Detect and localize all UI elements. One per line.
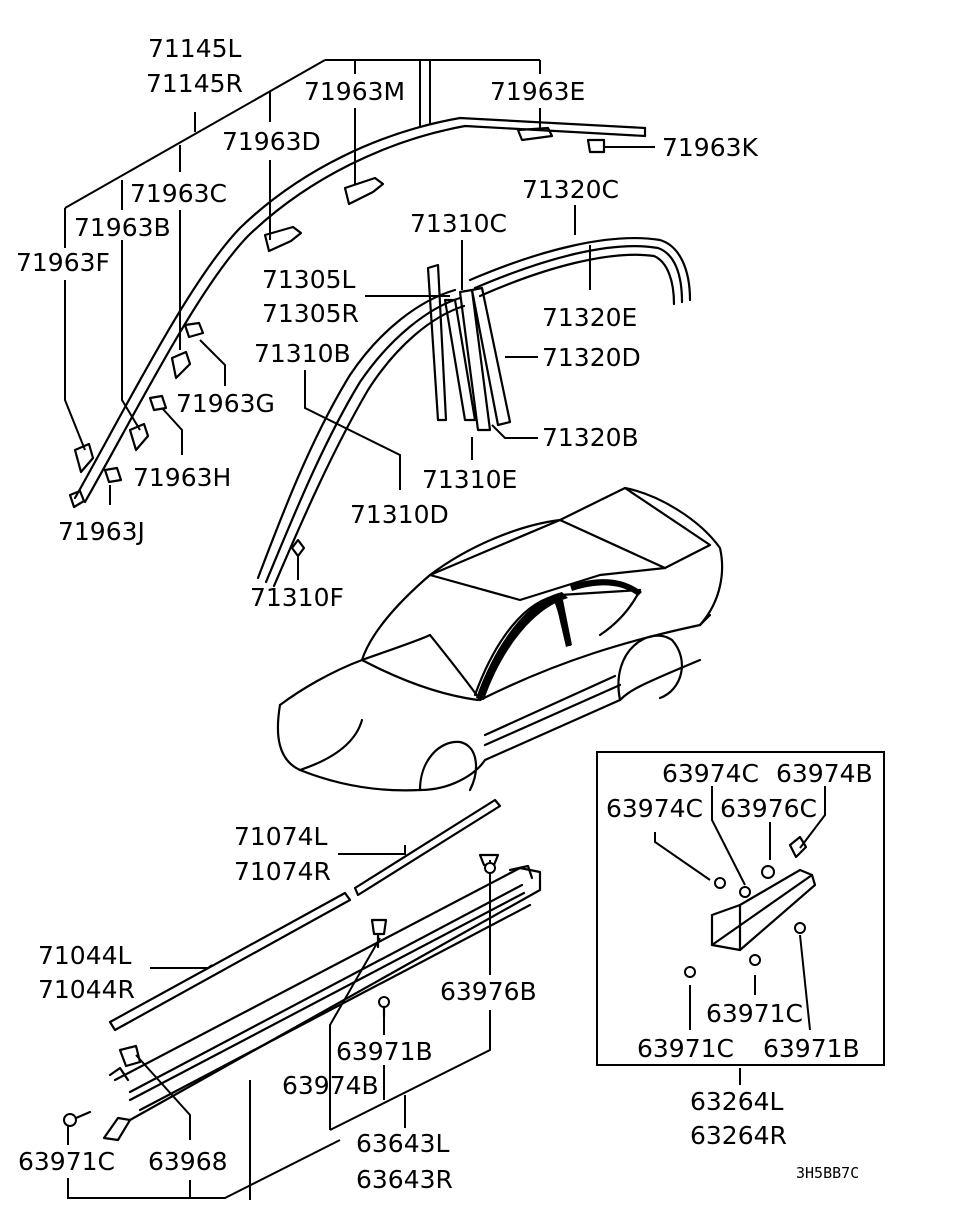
- label-71963H: 71963H: [133, 463, 231, 492]
- label-71963F: 71963F: [16, 248, 110, 277]
- label-71310C: 71310C: [410, 209, 507, 238]
- label-63971B: 63971B: [336, 1037, 433, 1066]
- door-mouldings: [256, 237, 692, 588]
- car-body: [276, 486, 724, 792]
- label-71963K: 71963K: [662, 133, 759, 162]
- inset-label-63971C: 63971C: [637, 1034, 734, 1063]
- label-63971C: 63971C: [18, 1147, 115, 1176]
- label-63976B: 63976B: [440, 977, 537, 1006]
- label-71320C: 71320C: [522, 175, 619, 204]
- inset-63264: [596, 751, 885, 1066]
- label-71044L: 71044L: [38, 941, 132, 970]
- label-71963J: 71963J: [58, 517, 145, 546]
- label-71305R: 71305R: [262, 299, 359, 328]
- label-63643L: 63643L: [356, 1129, 450, 1158]
- label-71145R: 71145R: [146, 69, 243, 98]
- label-71320D: 71320D: [542, 343, 641, 372]
- label-71310F: 71310F: [250, 583, 344, 612]
- inset-label-63976C: 63976C: [720, 794, 817, 823]
- label-71044R: 71044R: [38, 975, 135, 1004]
- label-71320E: 71320E: [542, 303, 637, 332]
- label-71310D: 71310D: [350, 500, 449, 529]
- label-71074R: 71074R: [234, 857, 331, 886]
- roof-clips: [68, 126, 606, 509]
- part-labels: 71145L 71145R 71963M 71963E 71963K 71963…: [16, 34, 873, 1194]
- leader-lines: [64, 59, 741, 1200]
- inset-label-63974C-top: 63974C: [662, 759, 759, 788]
- label-71963G: 71963G: [176, 389, 275, 418]
- label-71320B: 71320B: [542, 423, 639, 452]
- label-71145L: 71145L: [148, 34, 242, 63]
- inset-label-63971B: 63971B: [763, 1034, 860, 1063]
- label-71074L: 71074L: [234, 822, 328, 851]
- roof-moulding-71145: [73, 116, 647, 504]
- label-63968: 63968: [148, 1147, 228, 1176]
- inset-label-63974B: 63974B: [776, 759, 873, 788]
- label-63643R: 63643R: [356, 1165, 453, 1194]
- label-71310E: 71310E: [422, 465, 517, 494]
- inset-label-63974C: 63974C: [606, 794, 703, 823]
- inset-label-63264R: 63264R: [690, 1121, 787, 1150]
- label-71963E: 71963E: [490, 77, 585, 106]
- inset-label-63264L: 63264L: [690, 1087, 784, 1116]
- label-71963M: 71963M: [304, 77, 405, 106]
- label-71310B: 71310B: [254, 339, 351, 368]
- label-63974B: 63974B: [282, 1071, 379, 1100]
- label-71963C: 71963C: [130, 179, 227, 208]
- side-sill-assembly: [63, 798, 542, 1142]
- label-71963B: 71963B: [74, 213, 171, 242]
- inset-label-63971C-mid: 63971C: [706, 999, 803, 1028]
- diagram-code: 3H5BB7C: [796, 1164, 859, 1182]
- label-71305L: 71305L: [262, 265, 356, 294]
- label-71963D: 71963D: [222, 127, 321, 156]
